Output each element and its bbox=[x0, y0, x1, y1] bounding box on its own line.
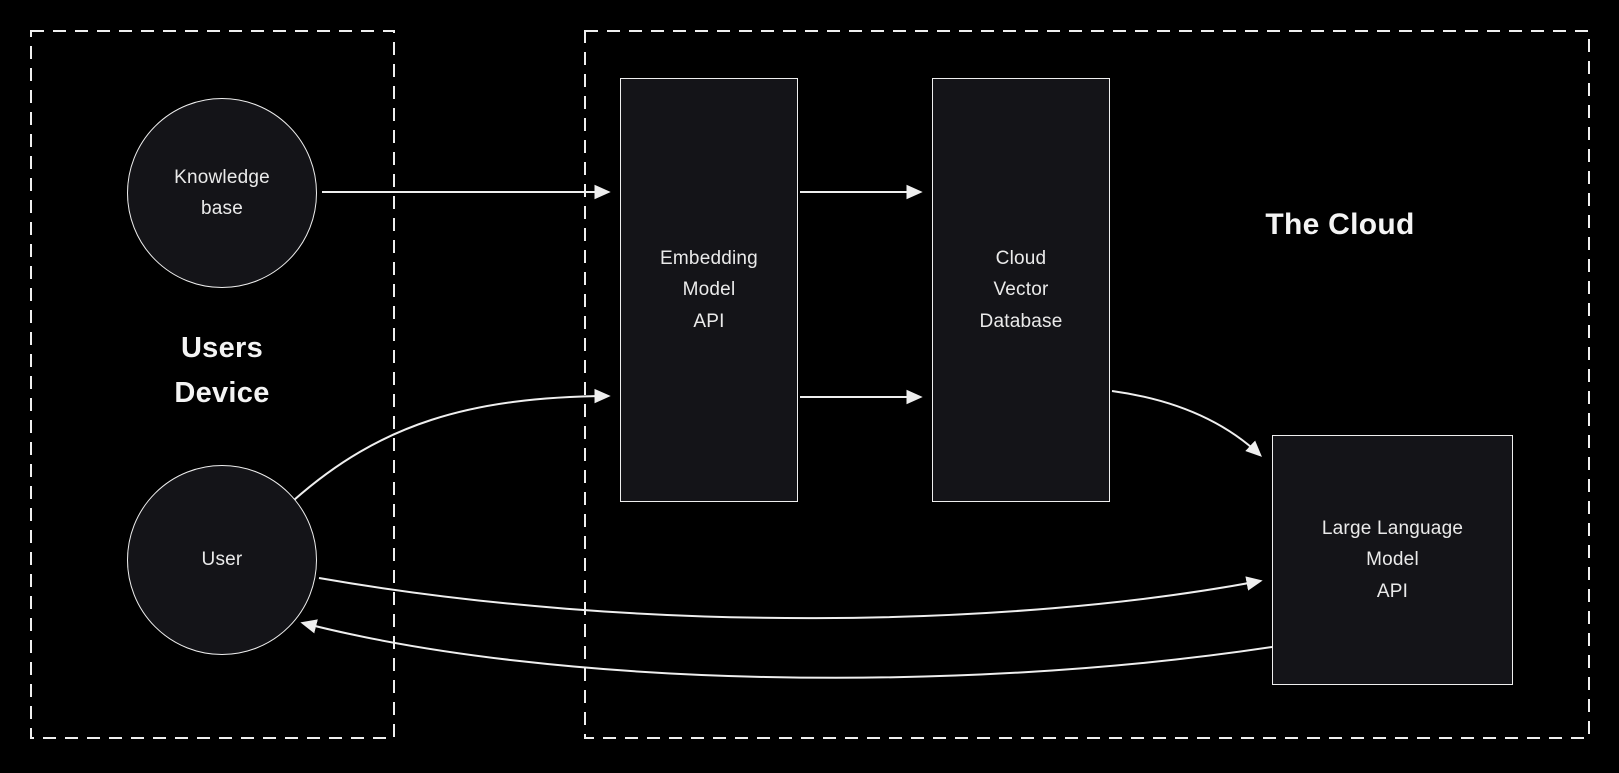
edge-llm-to-user-arrow bbox=[300, 619, 1273, 679]
embedding-model-api-node: Embedding Model API bbox=[620, 78, 798, 502]
embedding-label-line2: Model bbox=[682, 279, 736, 301]
user-node: User bbox=[127, 465, 317, 655]
user-label-line1: User bbox=[201, 549, 243, 571]
edge-user-to-embedding-arrow bbox=[293, 388, 611, 501]
vector-db-label-line1: Cloud bbox=[995, 247, 1047, 269]
large-language-model-api-label: Large Language Model API bbox=[1322, 513, 1463, 607]
llm-label-line1: Large Language bbox=[1321, 517, 1464, 539]
users-device-label-line2: Device bbox=[174, 376, 270, 409]
knowledge-base-label: Knowledge base bbox=[174, 162, 270, 225]
llm-label-line2: Model bbox=[1366, 549, 1419, 571]
cloud-vector-database-label: Cloud Vector Database bbox=[980, 243, 1063, 337]
cloud-vector-database-node: Cloud Vector Database bbox=[932, 78, 1110, 502]
llm-label-line3: API bbox=[1376, 580, 1409, 602]
embedding-label-line1: Embedding bbox=[660, 247, 758, 269]
users-device-group-box bbox=[30, 30, 395, 739]
vector-db-label-line2: Vector bbox=[993, 279, 1049, 301]
users-device-group-label: Users Device bbox=[72, 326, 372, 416]
cloud-group-label: The Cloud bbox=[1265, 208, 1415, 241]
user-label: User bbox=[202, 544, 243, 575]
edge-vector-db-to-llm-arrow bbox=[1111, 390, 1262, 457]
knowledge-base-label-line1: Knowledge bbox=[174, 166, 270, 188]
embedding-label-line3: API bbox=[693, 310, 725, 332]
vector-db-label-line3: Database bbox=[979, 310, 1063, 332]
cloud-group-box bbox=[584, 30, 1590, 739]
embedding-model-api-label: Embedding Model API bbox=[660, 243, 758, 337]
edge-user-to-llm-arrow bbox=[318, 576, 1263, 620]
users-device-label-line1: Users bbox=[180, 332, 264, 364]
large-language-model-api-node: Large Language Model API bbox=[1272, 435, 1513, 685]
knowledge-base-node: Knowledge base bbox=[127, 98, 317, 288]
knowledge-base-label-line2: base bbox=[200, 198, 243, 219]
